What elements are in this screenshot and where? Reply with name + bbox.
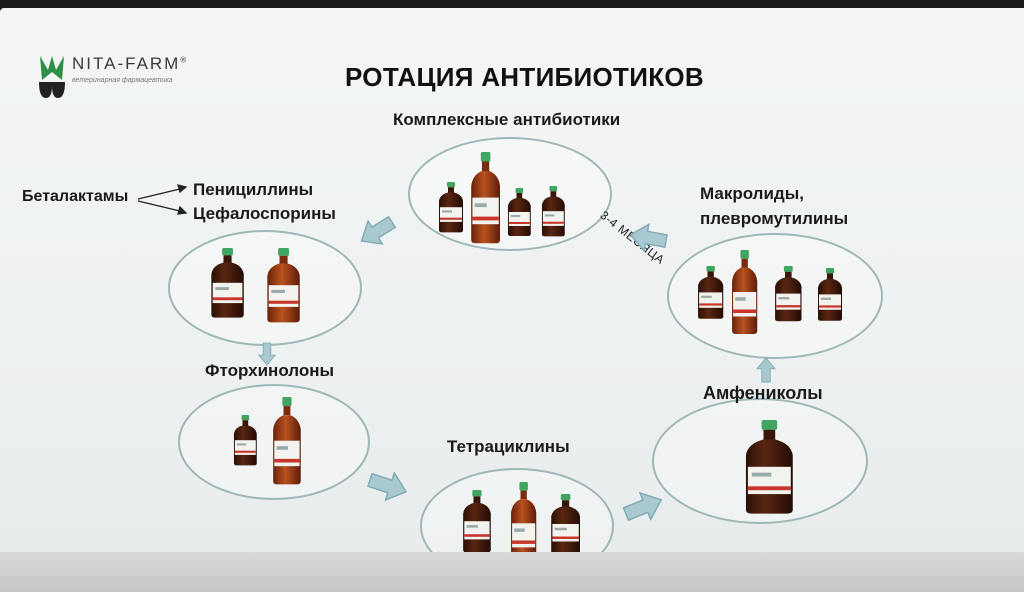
bottles-fluoroquinolones <box>233 397 301 485</box>
label-fluoroquinolones: Фторхинолоны <box>205 361 335 380</box>
bottles-betalactams <box>211 248 300 323</box>
betalactam-arrows <box>137 184 188 215</box>
logo-name: NITA-FARM® <box>72 54 189 73</box>
label-amphenicols: Амфениколы <box>703 383 823 403</box>
arrow-tetracyclines-to-amphenicols <box>619 485 668 528</box>
arrow-macrolides-to-complex <box>627 220 670 255</box>
label-complex: Комплексные антибиотики <box>393 110 621 129</box>
arrow-complex-to-betalactams <box>353 209 400 254</box>
bottles-macrolides <box>698 250 842 334</box>
oval-betalactams <box>168 230 362 346</box>
label-macrolides-1: Макролиды, <box>700 184 804 203</box>
logo-mark-icon <box>39 56 65 98</box>
label-cephalosporins: Цефалоспорины <box>193 204 336 223</box>
bottles-amphenicols <box>745 420 793 514</box>
arrow-betalactams-to-fluoroquinolones <box>258 342 276 366</box>
label-betalactams: Беталактамы <box>22 188 129 205</box>
slide-title: РОТАЦИЯ АНТИБИОТИКОВ <box>345 62 704 92</box>
arrow-amphenicols-to-macrolides <box>756 357 776 383</box>
logo-tagline: ветеринарная фармацевтика <box>72 77 173 84</box>
monitor-bezel <box>0 552 1024 592</box>
bottles-complex <box>439 152 565 244</box>
logo: NITA-FARM® ветеринарная фармацевтика <box>36 50 206 102</box>
label-tetracyclines: Тетрациклины <box>447 437 570 456</box>
arrow-fluoroquinolones-to-tetracyclines <box>364 465 412 507</box>
label-macrolides-2: плевромутилины <box>700 209 849 228</box>
label-penicillins: Пенициллины <box>193 180 314 199</box>
